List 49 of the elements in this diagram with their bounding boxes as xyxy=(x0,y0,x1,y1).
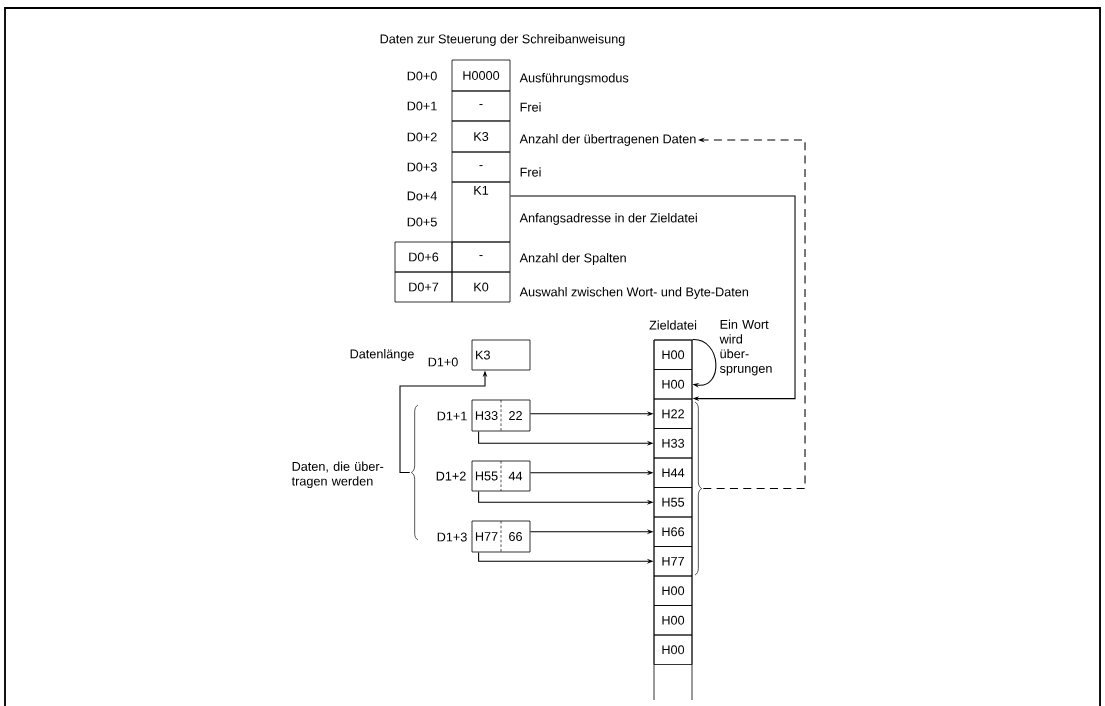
memory-cell: H55 xyxy=(653,487,693,518)
label: Anfangsadresse in der Zieldatei xyxy=(519,213,697,225)
memory-cell: H00 xyxy=(653,369,693,400)
register-cell: - xyxy=(451,90,511,122)
brace xyxy=(411,404,419,541)
register-cell: K0 xyxy=(451,271,511,303)
register-cell: H0000 xyxy=(451,59,511,92)
register-cell: K1 xyxy=(451,181,511,243)
address-label: D1+2 xyxy=(436,471,466,481)
address-label: D1+1 xyxy=(437,411,467,421)
address-label: D0+1 xyxy=(407,101,437,111)
brace xyxy=(694,401,702,576)
arrow xyxy=(691,339,717,388)
memory-cell: H33 xyxy=(653,428,693,459)
label: Datenlänge xyxy=(350,349,414,361)
memory-cell: H00 xyxy=(653,605,693,636)
address-label: D0+2 xyxy=(407,132,437,142)
label: Frei xyxy=(520,102,541,112)
memory-cell: H00 xyxy=(653,575,693,606)
arrow xyxy=(509,195,796,401)
address-label: Do+4 xyxy=(407,191,437,201)
memory-cell: H00 xyxy=(653,634,693,665)
memory-cell: H66 xyxy=(653,516,693,547)
split-register-cell: H33 22 xyxy=(471,399,531,432)
address-label: D1+0 xyxy=(428,357,458,367)
label: Anzahl der Spalten xyxy=(519,253,626,265)
address-label: D0+0 xyxy=(407,71,437,81)
note: Daten, die über- tragen werden xyxy=(291,461,384,489)
split-register-cell: H55 44 xyxy=(471,460,531,492)
register-cell: - xyxy=(451,241,511,273)
heading: Daten zur Steuerung der Schreibanweisung xyxy=(380,34,625,46)
note: Ein Wort wird über- sprungen xyxy=(719,319,772,376)
memory-cell: H00 xyxy=(653,339,693,370)
register-cell: - xyxy=(451,151,511,183)
address-label: D1+3 xyxy=(437,532,467,542)
register-cell: D0+7 xyxy=(394,271,453,303)
register-cell: K3 xyxy=(451,120,511,153)
label: Ausführungsmodus xyxy=(519,73,629,85)
memory-cell: H44 xyxy=(653,457,693,488)
register-cell: D0+6 xyxy=(394,241,453,273)
address-label: D0+5 xyxy=(407,217,437,227)
address-label: D0+3 xyxy=(407,162,437,172)
register-cell: K3 xyxy=(471,339,531,371)
memory-cell: H77 xyxy=(653,546,693,577)
description-text: Anzahl der übertragenen Daten xyxy=(519,134,696,146)
memory-cell: H22 xyxy=(653,398,693,429)
label: Auswahl zwischen Wort- und Byte-Daten xyxy=(519,287,749,299)
split-register-cell: H77 66 xyxy=(471,520,531,553)
label: Frei xyxy=(520,167,541,177)
